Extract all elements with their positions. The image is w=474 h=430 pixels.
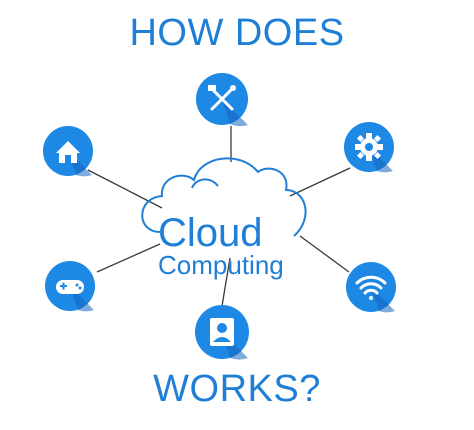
node-wifi (346, 262, 396, 313)
computing-word: Computing (158, 250, 284, 280)
headline-top: HOW DOES (129, 12, 345, 54)
wifi-icon (355, 275, 387, 300)
node-user (195, 305, 249, 360)
node-gear (344, 122, 394, 173)
home-icon (56, 141, 80, 163)
connector-line-gamepad (96, 243, 161, 273)
headline-bottom: WORKS? (153, 368, 321, 410)
gamepad-icon (56, 280, 84, 294)
gear-icon (355, 133, 383, 161)
cloud-word: Cloud (158, 211, 263, 255)
tools-icon (208, 85, 236, 111)
node-home (43, 126, 93, 177)
connector-line-user (221, 257, 231, 307)
user-icon (210, 318, 234, 346)
node-gamepad (45, 261, 95, 312)
node-tools (196, 73, 248, 127)
connector-line-wifi (299, 235, 350, 273)
connector-line-gear (289, 167, 351, 197)
cloud-shape (141, 157, 307, 237)
connector-line-home (87, 169, 163, 209)
